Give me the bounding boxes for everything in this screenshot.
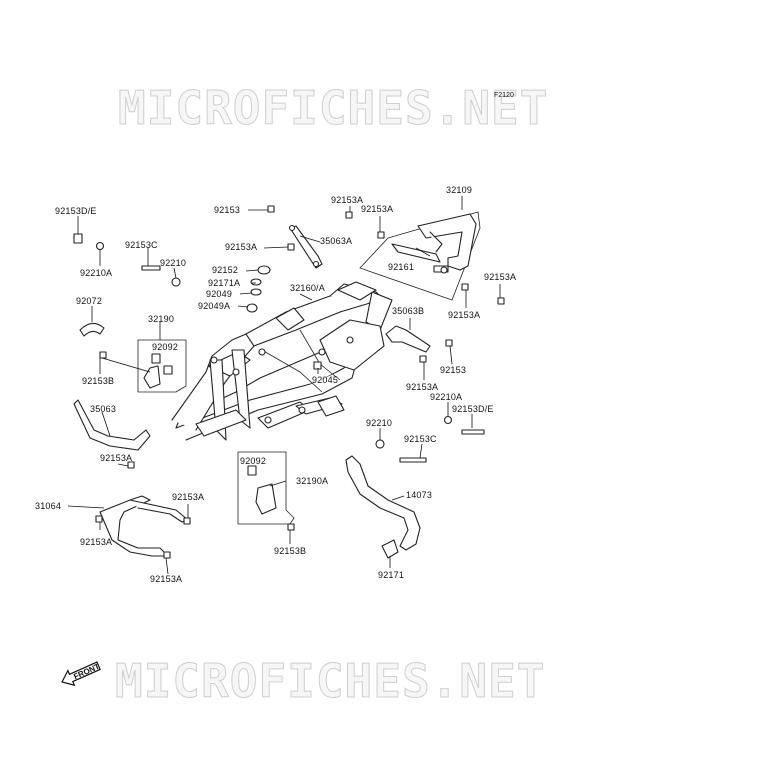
rear-carrier-32109	[359, 211, 481, 301]
main-frame-32160	[171, 281, 393, 441]
label-92153a-3: 92153A	[80, 537, 112, 547]
label-31064: 31064	[35, 501, 61, 511]
label-92153de-right: 92153D/E	[452, 404, 494, 414]
label-92153a-2: 92153A	[172, 492, 204, 502]
bracket-35063b	[385, 325, 431, 353]
pipe-14073	[345, 455, 421, 551]
arrow-icon	[61, 661, 101, 687]
label-92210-right: 92210	[366, 418, 392, 428]
label-35063: 35063	[90, 404, 116, 414]
watermark-bottom: MICROFICHES.NET	[115, 654, 545, 708]
footrest-31064	[99, 495, 189, 557]
front-direction-arrow: FRONT	[61, 661, 101, 687]
bar-35063	[73, 399, 151, 451]
label-92153b-bottom: 92153B	[274, 546, 306, 556]
label-32109: 32109	[446, 185, 472, 195]
label-92153-top: 92153	[214, 205, 240, 215]
label-92153c-right: 92153C	[404, 434, 437, 444]
label-92161: 92161	[388, 262, 414, 272]
box-32190	[137, 339, 187, 393]
label-92153a-6: 92153A	[331, 195, 363, 205]
label-92153de-left: 92153D/E	[55, 206, 97, 216]
label-92049a: 92049A	[198, 301, 230, 311]
label-92153a-7: 92153A	[361, 204, 393, 214]
label-92092-top: 92092	[152, 342, 178, 352]
label-35063a: 35063A	[320, 236, 352, 246]
label-32190a: 32190A	[296, 476, 328, 486]
label-92210-left: 92210	[160, 258, 186, 268]
label-92092-bottom: 92092	[240, 456, 266, 466]
label-32190: 32190	[148, 314, 174, 324]
box-32190a	[237, 451, 295, 525]
label-92153a-1: 92153A	[100, 453, 132, 463]
label-92153-right: 92153	[440, 365, 466, 375]
diagram-code: F2120	[494, 92, 514, 99]
front-label: FRONT	[72, 662, 101, 681]
label-92152: 92152	[212, 265, 238, 275]
label-92153a-5: 92153A	[225, 242, 257, 252]
label-92153b-left: 92153B	[82, 376, 114, 386]
label-92045: 92045	[312, 375, 338, 385]
callout-labels: 92153D/E 92210A 92153C 92210 92072 32190…	[35, 185, 516, 584]
bracket-35063a	[289, 225, 323, 269]
label-92153a-4: 92153A	[150, 574, 182, 584]
label-92153a-9: 92153A	[448, 310, 480, 320]
label-92171: 92171	[378, 570, 404, 580]
label-92210a-left: 92210A	[80, 268, 112, 278]
leader-lines	[67, 196, 501, 575]
label-32160a: 32160/A	[290, 283, 325, 293]
label-92153a-8: 92153A	[484, 272, 516, 282]
label-14073: 14073	[406, 490, 432, 500]
label-92153c-left: 92153C	[125, 240, 158, 250]
watermark-top: MICROFICHES.NET	[118, 81, 548, 135]
label-92049: 92049	[206, 289, 232, 299]
label-92153a-10: 92153A	[406, 382, 438, 392]
label-92171a: 92171A	[208, 278, 240, 288]
label-35063b: 35063B	[392, 306, 424, 316]
label-92210a-right: 92210A	[430, 392, 462, 402]
label-92072: 92072	[76, 296, 102, 306]
